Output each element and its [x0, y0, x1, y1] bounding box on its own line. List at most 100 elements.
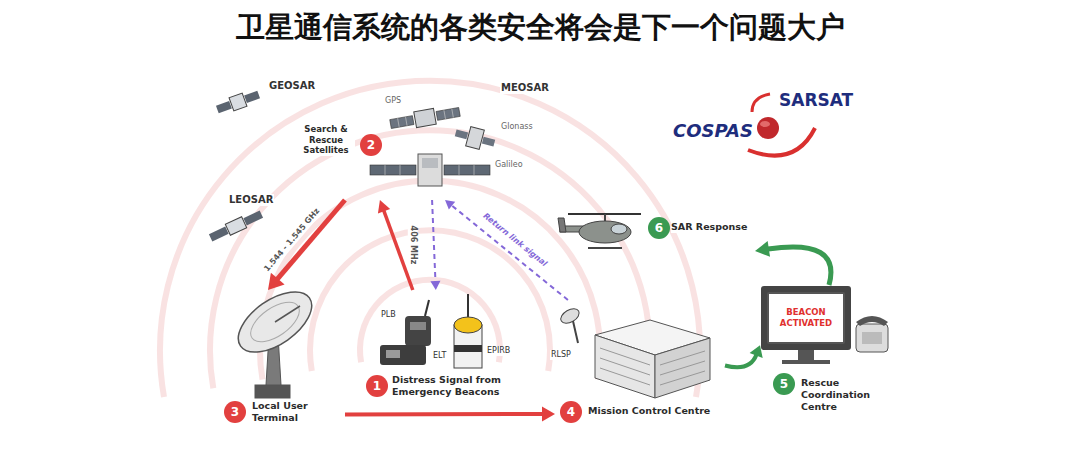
gps-satellite — [444, 110, 446, 119]
local-user-terminal: 3Local User Terminal — [220, 290, 345, 427]
helicopter — [611, 224, 627, 234]
galileo-satellite — [474, 165, 475, 175]
helicopter — [558, 218, 566, 232]
arrowhead — [430, 281, 440, 290]
connector — [268, 200, 345, 290]
rlsp-antenna — [558, 306, 581, 326]
epirb-beacon — [454, 294, 482, 368]
arrowhead — [268, 273, 285, 290]
callout-number: 6 — [648, 217, 670, 239]
connector-line — [451, 205, 568, 300]
geosar-satellite — [244, 91, 260, 103]
signal-arcs — [260, 181, 600, 380]
signal-arcs — [210, 130, 650, 388]
satellite-group: 2Search & Rescue Satellites — [295, 88, 515, 200]
helicopter — [579, 221, 631, 243]
arrowhead — [378, 200, 390, 214]
leosar-satellite — [225, 217, 246, 235]
gps-satellite — [406, 117, 408, 126]
helicopter — [558, 214, 641, 248]
gps-satellite — [390, 116, 414, 129]
callout-number: 1 — [366, 375, 388, 397]
logo-globe — [752, 94, 770, 112]
galileo-satellite — [385, 165, 386, 175]
elt-beacon — [380, 345, 426, 365]
node-label: Mission Control Centre — [588, 405, 710, 417]
mission-control-building — [595, 335, 655, 398]
leosar-satellite — [209, 227, 229, 242]
logo-globe — [760, 121, 770, 127]
galileo-satellite — [459, 165, 460, 175]
plb-beacon — [410, 322, 426, 330]
gps-satellite — [436, 107, 460, 120]
galileo-satellite — [370, 165, 416, 175]
satellite-dish — [244, 294, 306, 349]
telephone — [856, 324, 888, 352]
callout-number: 4 — [560, 401, 582, 423]
glonass-satellite — [455, 129, 468, 139]
gps-satellite — [414, 108, 436, 127]
part-label: GEOSAR — [268, 80, 316, 92]
part-label: GPS — [384, 96, 402, 106]
node-label: Search & Rescue Satellites — [297, 124, 355, 156]
elt-beacon — [380, 345, 426, 365]
part-label: SARSAT — [778, 90, 854, 110]
geosar-satellite — [215, 88, 261, 116]
signal-arcs — [310, 230, 550, 371]
signal-arcs — [160, 81, 700, 397]
connector — [345, 406, 555, 421]
plb-beacon — [405, 300, 431, 346]
gps-satellite — [452, 109, 454, 118]
sar-response: 6SAR Response — [555, 195, 755, 265]
node-label: SAR Response — [671, 221, 747, 233]
geosar-satellite — [216, 101, 232, 113]
plb-beacon — [425, 300, 429, 316]
part-label: ELT — [432, 351, 447, 361]
connector-line — [725, 355, 757, 368]
satellite-dish — [275, 306, 300, 322]
arrowhead — [445, 200, 455, 210]
satellite-dish — [255, 385, 290, 398]
monitor — [782, 360, 830, 364]
signal-arcs — [160, 81, 700, 397]
callout-number: 3 — [224, 401, 246, 423]
node-label: Distress Signal from Emergency Beacons — [392, 374, 520, 398]
leosar-satellite — [208, 209, 264, 244]
glonass-satellite — [466, 127, 485, 150]
edge-label: 406 MHz — [408, 224, 418, 267]
part-label: Galileo — [494, 160, 524, 170]
part-label: RLSP — [550, 350, 572, 360]
callout-number: 2 — [360, 134, 382, 156]
galileo-satellite — [422, 158, 438, 168]
monitor — [798, 350, 814, 360]
part-label: Glonass — [500, 122, 534, 132]
galileo-satellite — [370, 154, 490, 186]
connector — [445, 200, 568, 300]
plb-beacon — [405, 316, 431, 346]
arrowhead — [750, 345, 763, 358]
telephone — [856, 316, 888, 326]
rescue-coordination-centre: BEACON ACTIVATED5Rescue Coordination Cen… — [760, 285, 895, 425]
glonass-satellite — [453, 123, 497, 153]
part-label: COSPAS — [672, 120, 754, 142]
mission-control-building — [595, 320, 710, 398]
satellite-dish — [228, 280, 322, 364]
monitor-screen: BEACON ACTIVATED — [767, 292, 845, 344]
rlsp-antenna — [558, 306, 581, 343]
mission-control-building — [600, 368, 650, 385]
connector-line — [768, 247, 831, 285]
helicopter — [604, 214, 606, 221]
epirb-beacon — [454, 345, 482, 352]
monitor — [761, 286, 851, 364]
diagram-title: 卫星通信系统的各类安全将会是下一个问题大户 — [0, 10, 1080, 45]
connector — [755, 241, 831, 285]
helicopter — [588, 247, 622, 249]
logo-globe — [748, 128, 815, 156]
glonass-satellite — [482, 137, 495, 147]
connector — [725, 345, 763, 367]
connector-line — [345, 412, 543, 417]
elt-beacon — [386, 350, 400, 358]
node-label: Rescue Coordination Centre — [801, 377, 887, 413]
